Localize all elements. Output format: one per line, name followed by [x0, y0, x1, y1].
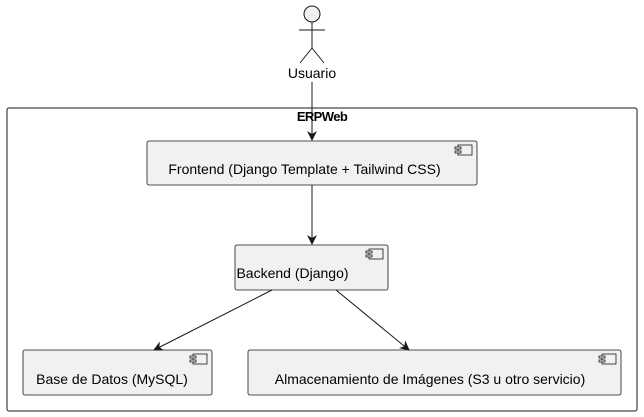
backend-label: Backend (Django) [236, 265, 349, 281]
database-component [22, 349, 213, 396]
storage-label: Almacenamiento de Imágenes (S3 u otro se… [274, 371, 586, 387]
actor-usuario-icon [299, 5, 325, 64]
frontend-label: Frontend (Django Template + Tailwind CSS… [168, 161, 441, 177]
arrow-backend-to-database [153, 289, 273, 351]
arrow-backend-to-storage [335, 289, 410, 351]
package-title: ERPWeb [296, 109, 348, 124]
backend-component [234, 244, 389, 291]
storage-component [247, 349, 622, 396]
frontend-component-icon [454, 144, 473, 156]
database-component-icon [189, 353, 208, 365]
backend-component-icon [365, 248, 384, 260]
package-frame [6, 107, 638, 412]
database-label: Base de Datos (MySQL) [36, 371, 188, 387]
storage-component-icon [598, 353, 617, 365]
actor-usuario-label: Usuario [287, 65, 337, 81]
